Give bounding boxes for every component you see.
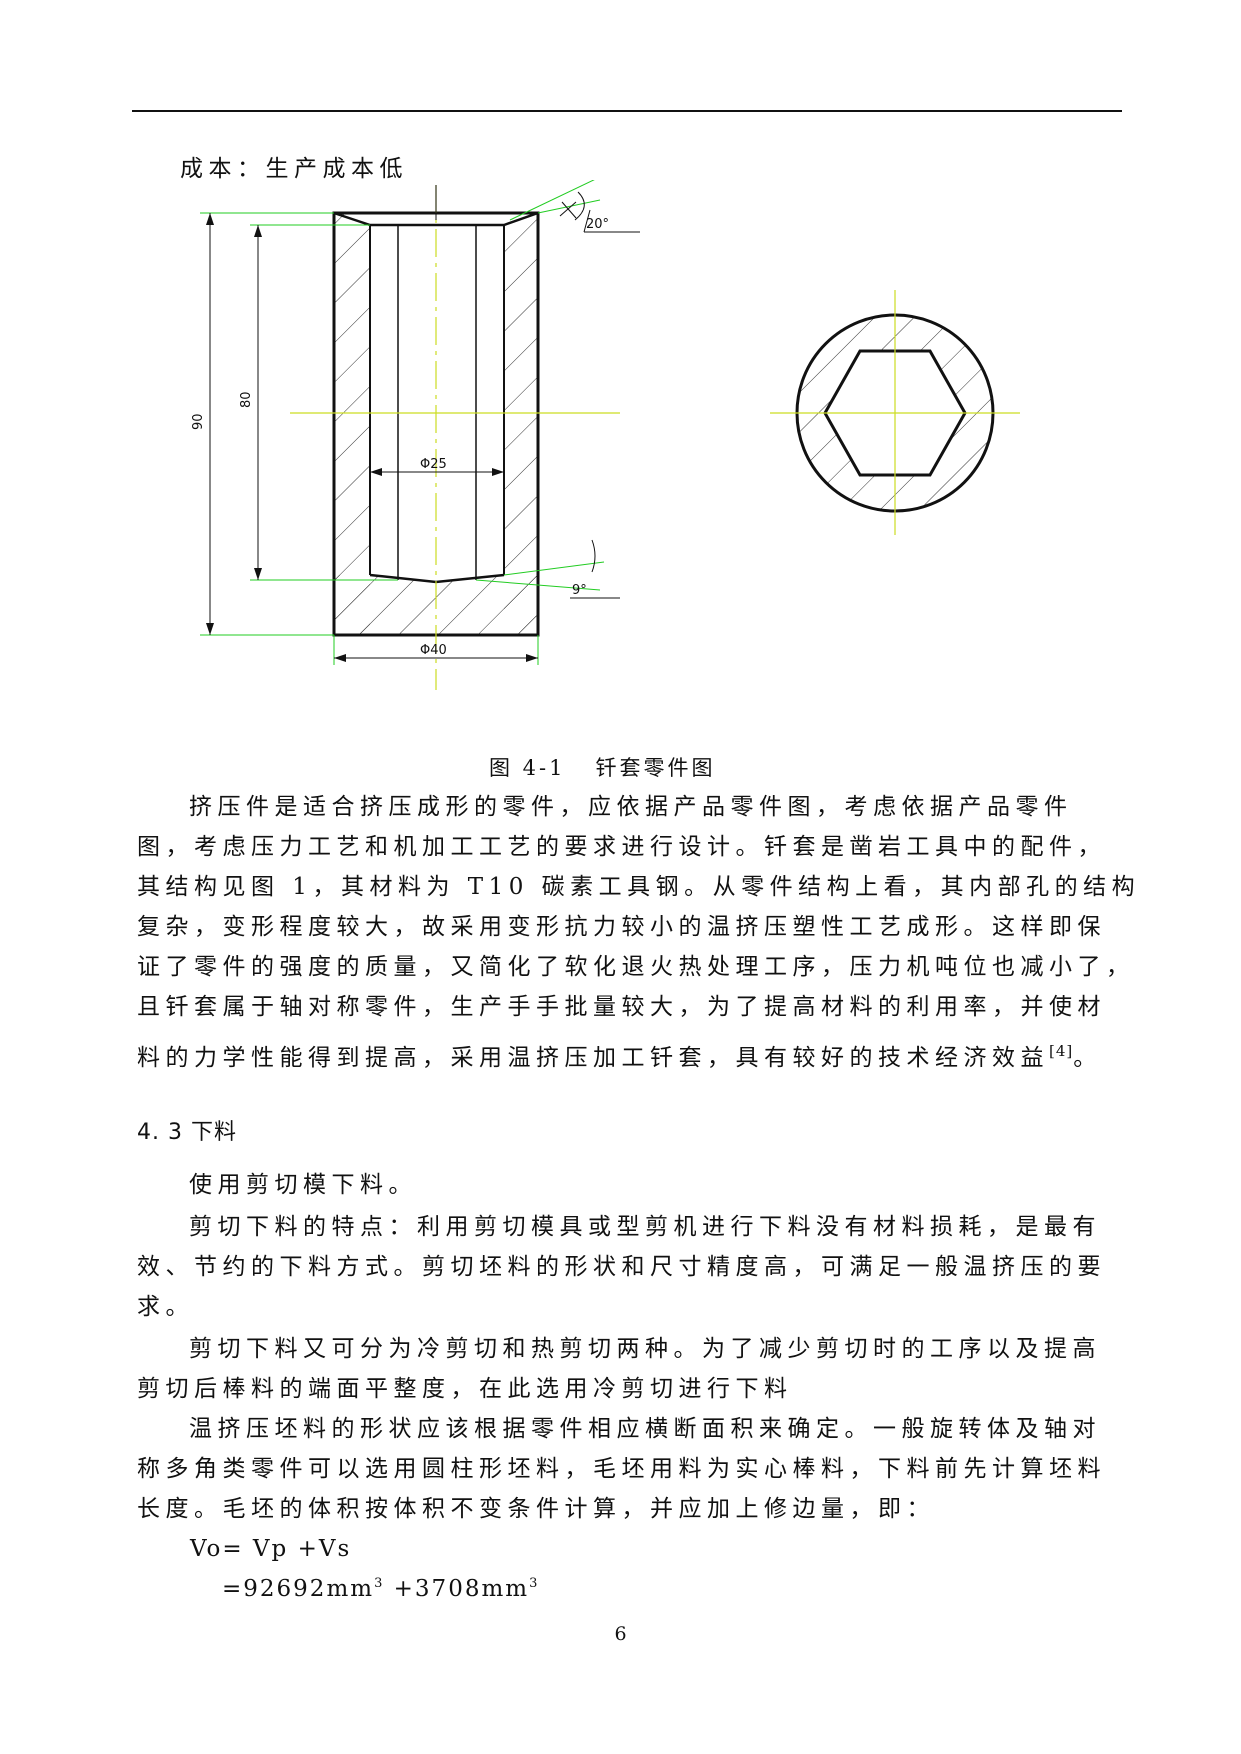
para3-line-1: 剪切下料的特点：利用剪切模具或型剪机进行下料没有材料损耗，是最有 [189, 1214, 1101, 1240]
dim-height-outer: 90 [191, 413, 206, 430]
dimensions [200, 180, 640, 665]
para4-line-2: 剪切后棒料的端面平整度，在此选用冷剪切进行下料 [137, 1376, 793, 1402]
left-wall-hatch [334, 213, 370, 635]
page-number: 6 [614, 1623, 627, 1645]
dim-angle-bottom: 9° [572, 583, 587, 598]
para5-line-3: 长度。毛坯的体积按体积不变条件计算，并应加上修边量，即： [137, 1496, 935, 1522]
para1-line-6: 且钎套属于轴对称零件，生产手手批量较大，为了提高材料的利用率，并使材 [137, 994, 1106, 1020]
formula-2-part-b: +3708mm [384, 1576, 530, 1602]
formula-2-part-a: =92692mm [222, 1576, 375, 1602]
para2: 使用剪切模下料。 [189, 1172, 417, 1198]
end-view [770, 290, 1020, 535]
formula-2-sup-a: 3 [374, 1576, 385, 1591]
para3-line-2: 效、节约的下料方式。剪切坯料的形状和尺寸精度高，可满足一般温挤压的要 [137, 1254, 1106, 1280]
para1-line-7-text: 料的力学性能得到提高，采用温挤压加工钎套，具有较好的技术经济效益 [137, 1045, 1049, 1071]
figure-caption-number: 图 4-1 [489, 756, 566, 780]
right-wall-hatch [504, 213, 538, 635]
dim-outer-dia: Φ40 [420, 643, 447, 658]
top-chamfer [333, 211, 539, 227]
figure-caption: 图 4-1 钎套零件图 [489, 752, 716, 782]
para1-line-1: 挤压件是适合挤压成形的零件，应依据产品零件图，考虑依据产品零件 [189, 794, 1073, 820]
part-drawing: 20° 9° 90 80 Φ25 Φ40 [191, 180, 1020, 690]
para5-line-1: 温挤压坯料的形状应该根据零件相应横断面积来确定。一般旋转体及轴对 [189, 1416, 1101, 1442]
para1-line-5: 证了零件的强度的质量，又简化了软化退火热处理工序，压力机吨位也减小了， [137, 954, 1135, 980]
citation: [4] [1049, 1042, 1074, 1060]
para5-line-2: 称多角类零件可以选用圆柱形坯料，毛坯用料为实心棒料，下料前先计算坯料 [137, 1456, 1106, 1482]
figure-caption-title: 钎套零件图 [595, 756, 716, 780]
para3-line-3: 求。 [137, 1294, 194, 1320]
dim-angle-top: 20° [586, 217, 609, 232]
formula-1: Vo= Vp +Vs [190, 1536, 352, 1562]
para1-line-3: 其结构见图 1，其材料为 T10 碳素工具钢。从零件结构上看，其内部孔的结构 [137, 874, 1141, 900]
cost-line: 成本：生产成本低 [180, 156, 408, 182]
formula-2-sup-b: 3 [529, 1576, 540, 1591]
header-rule [132, 110, 1122, 112]
para1-line-4: 复杂，变形程度较大，故采用变形抗力较小的温挤压塑性工艺成形。这样即保 [137, 914, 1106, 940]
section-view [332, 185, 540, 690]
para1-end: 。 [1073, 1045, 1102, 1071]
section-heading: 4. 3 下料 [137, 1120, 237, 1145]
para1-line-7: 料的力学性能得到提高，采用温挤压加工钎套，具有较好的技术经济效益[4]。 [137, 1034, 1117, 1075]
formula-2: =92692mm3 +3708mm3 [222, 1572, 1202, 1606]
para4-line-1: 剪切下料又可分为冷剪切和热剪切两种。为了减少剪切时的工序以及提高 [189, 1336, 1101, 1362]
dim-inner-dia: Φ25 [420, 457, 447, 472]
para1-line-2: 图，考虑压力工艺和机加工工艺的要求进行设计。钎套是凿岩工具中的配件， [137, 834, 1106, 860]
dim-height-inner: 80 [239, 391, 254, 408]
